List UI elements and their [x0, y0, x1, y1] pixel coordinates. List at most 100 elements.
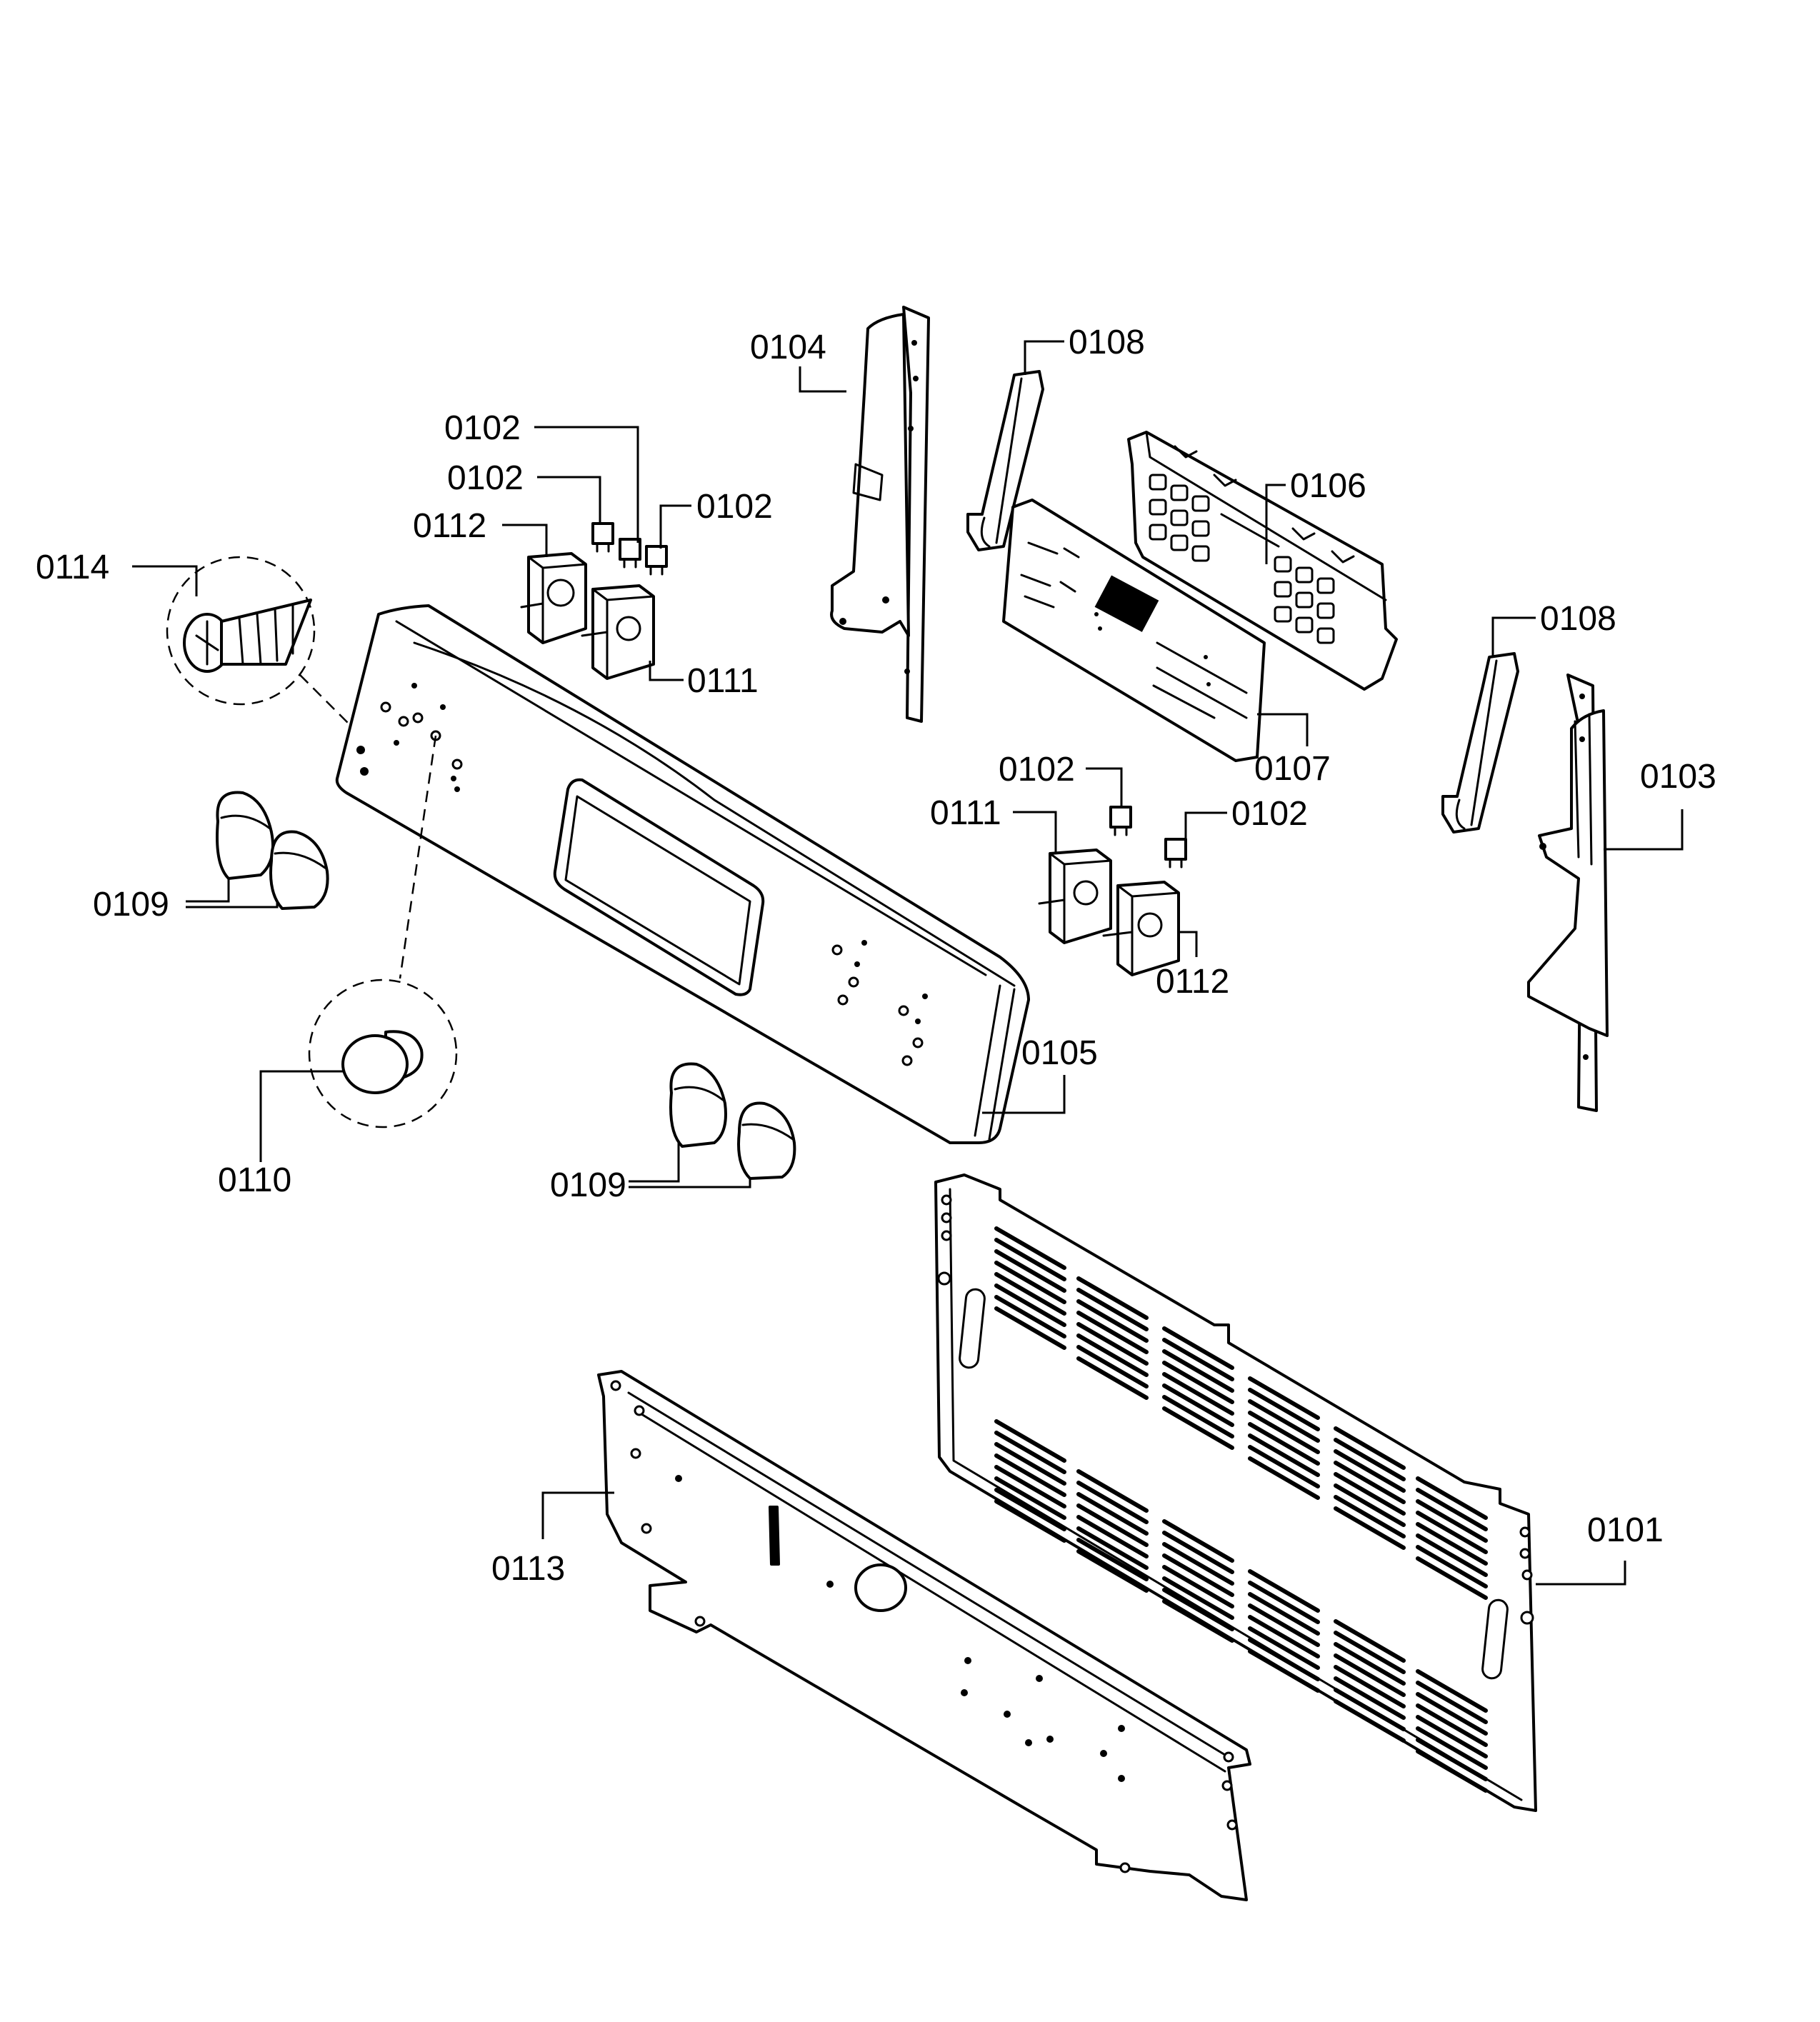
end-bracket-0104-part: [830, 306, 930, 723]
vent-louver-slot: [994, 1295, 1066, 1338]
vent-louver-slot: [1416, 1715, 1488, 1758]
vent-louver-slot: [1076, 1526, 1149, 1570]
callout-0108-right: 0108: [1540, 600, 1616, 638]
relay-0102-lower-1-part: [1109, 806, 1132, 836]
callout-0102-top-2: 0102: [447, 459, 524, 497]
callout-0101: 0101: [1587, 1511, 1664, 1549]
vent-louver-slot: [994, 1465, 1066, 1508]
vent-louver-slot: [1162, 1395, 1234, 1438]
vent-louver-slot: [1248, 1592, 1320, 1636]
vent-louver-slot: [994, 1453, 1066, 1497]
switch-0112-lower-part: [1102, 881, 1180, 976]
vent-louver-slot: [1248, 1569, 1320, 1613]
vent-louver-slot: [1162, 1338, 1234, 1381]
vent-louver-slot: [994, 1476, 1066, 1520]
vent-louver-slot: [1248, 1615, 1320, 1658]
vent-louver-slot: [1416, 1488, 1488, 1531]
callout-0111-top: 0111: [687, 662, 759, 700]
vent-louver-slot: [1334, 1631, 1406, 1674]
knob-bottom-upper-part: [669, 1062, 727, 1148]
vent-louver-slot: [1334, 1426, 1406, 1470]
vent-louver-slot: [994, 1431, 1066, 1474]
callout-0112-mid: 0112: [1156, 963, 1229, 1001]
callout-0114: 0114: [36, 549, 109, 586]
vent-louver-slot: [1162, 1576, 1234, 1620]
vent-louver-slot: [1416, 1545, 1488, 1588]
vent-louver-slot: [1334, 1495, 1406, 1538]
board-buttons-left-grid: [1149, 474, 1210, 562]
vent-louver-slot: [1076, 1481, 1149, 1524]
callout-0106: 0106: [1290, 467, 1366, 505]
vent-louver-slot: [1334, 1676, 1406, 1720]
vent-louver-slot: [1334, 1461, 1406, 1504]
vent-louver-slot: [1162, 1349, 1234, 1393]
vent-louver-slot: [1076, 1515, 1149, 1558]
vent-louver-slot: [1334, 1483, 1406, 1527]
callout-0112-top: 0112: [413, 507, 486, 545]
vent-louver-slot: [1076, 1276, 1149, 1320]
screw-part: [166, 556, 351, 726]
vent-louver-slot: [1076, 1288, 1149, 1331]
vent-louvers: [994, 1226, 1488, 1793]
relay-0102-lower-2-part: [1164, 838, 1187, 869]
switch-0111-lower-part: [1038, 849, 1112, 944]
vent-louver-slot: [994, 1499, 1066, 1543]
vent-louver-slot: [994, 1226, 1066, 1270]
vent-louver-slot: [1248, 1422, 1320, 1466]
vent-louver-slot: [1076, 1549, 1149, 1593]
callout-0102-mid-2: 0102: [1231, 795, 1308, 833]
callout-0113: 0113: [491, 1550, 565, 1588]
callout-0109-left: 0109: [93, 886, 169, 924]
vent-louver-slot: [1162, 1383, 1234, 1427]
vent-louver-slot: [1162, 1565, 1234, 1608]
callout-0103: 0103: [1640, 758, 1716, 796]
wire-bracket-0108-right-part: [1441, 652, 1519, 834]
board-buttons-right-grid: [1274, 556, 1335, 644]
vent-louver-slot: [1076, 1356, 1149, 1400]
relay-0102-upper-3-part: [645, 545, 668, 576]
vent-louver-slot: [994, 1249, 1066, 1293]
button-part: [308, 735, 458, 1128]
knob-left-lower-part: [269, 830, 329, 910]
callout-0109-bottom: 0109: [550, 1166, 626, 1204]
vent-louver-slot: [1248, 1626, 1320, 1670]
control-board-0106-part: [1127, 431, 1398, 691]
vent-louver-slot: [1248, 1376, 1320, 1420]
callout-0111-mid: 0111: [930, 794, 1001, 832]
vent-louver-slot: [1076, 1345, 1149, 1388]
vent-louver-slot: [1248, 1399, 1320, 1443]
vent-louver-slot: [1076, 1299, 1149, 1343]
vent-louver-slot: [1416, 1726, 1488, 1770]
vent-louver-slot: [1162, 1519, 1234, 1563]
leader-lines: [132, 340, 1684, 1586]
vent-louver-slot: [994, 1272, 1066, 1316]
vent-louver-slot: [1334, 1506, 1406, 1550]
vent-louver-slot: [1162, 1406, 1234, 1450]
vent-louver-slot: [1334, 1438, 1406, 1481]
vent-louver-slot: [1334, 1472, 1406, 1516]
vent-louver-slot: [994, 1306, 1066, 1350]
vent-louver-slot: [1076, 1469, 1149, 1513]
callout-labels: 0114 0102 0102 0102 0112 0111 0104 0108 …: [36, 324, 1716, 1588]
callout-0105: 0105: [1021, 1034, 1098, 1072]
vent-louver-slot: [1416, 1533, 1488, 1577]
vent-louver-slot: [1162, 1542, 1234, 1586]
vent-louver-slot: [1334, 1642, 1406, 1686]
vent-louver-slot: [1416, 1703, 1488, 1747]
vent-louver-slot: [1416, 1681, 1488, 1724]
relay-0102-upper-1-part: [591, 522, 614, 553]
vent-louver-slot: [994, 1283, 1066, 1327]
callout-0102-top-3: 0102: [696, 488, 773, 526]
vent-louver-slot: [1076, 1503, 1149, 1547]
vent-louver-slot: [1162, 1531, 1234, 1574]
vent-louver-slot: [1416, 1522, 1488, 1566]
vent-louver-slot: [1416, 1749, 1488, 1793]
vent-louver-slot: [1248, 1456, 1320, 1500]
vent-louver-slot: [1416, 1476, 1488, 1520]
vent-louver-slot: [1076, 1333, 1149, 1377]
overlay-0107-part: [1002, 499, 1266, 762]
vent-louver-slot: [1416, 1669, 1488, 1713]
vent-louver-slot: [1334, 1699, 1406, 1743]
vent-louver-slot: [1416, 1692, 1488, 1736]
